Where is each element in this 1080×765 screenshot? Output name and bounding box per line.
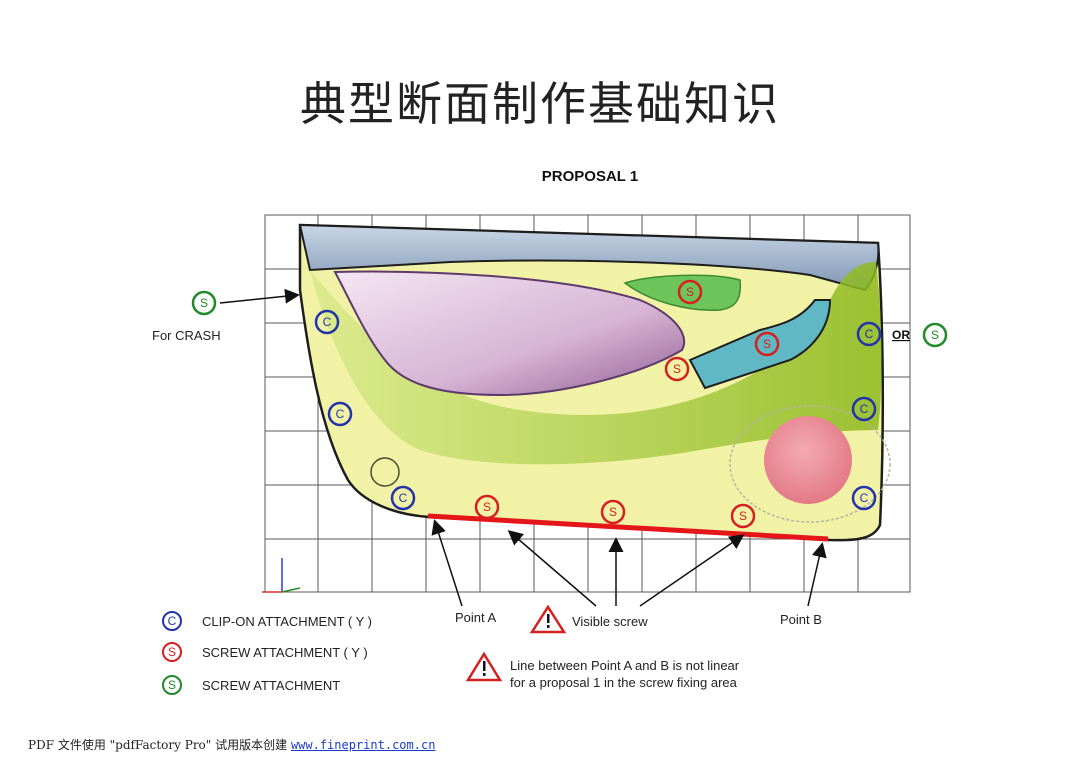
footer-text: PDF 文件使用 "pdfFactory Pro" 试用版本创建 xyxy=(28,738,291,752)
legend-marker: S xyxy=(162,675,182,695)
or-label: OR xyxy=(892,328,910,342)
screw-marker: S xyxy=(677,279,703,305)
speaker-grille-outline xyxy=(729,405,891,523)
proposal-heading: PROPOSAL 1 xyxy=(541,168,639,185)
clip-marker: C xyxy=(314,309,340,335)
legend-label: SCREW ATTACHMENT xyxy=(202,677,341,693)
screw-marker: S xyxy=(600,499,626,525)
note-line: for a proposal 1 in the screw fixing are… xyxy=(510,675,737,690)
footer-link[interactable]: www.fineprint.com.cn xyxy=(290,738,436,752)
marker-letter: S xyxy=(686,285,694,299)
marker-letter: S xyxy=(609,505,617,519)
legend-item-screw: S SCREW ATTACHMENT xyxy=(162,675,340,695)
linearity-note: Line between Point A and B is not linear… xyxy=(510,657,739,691)
line-a-b xyxy=(427,513,829,542)
screw-marker: S xyxy=(922,322,948,348)
door-handle-trim xyxy=(688,299,832,390)
screw-marker: S xyxy=(730,503,756,529)
marker-letter: S xyxy=(673,362,681,376)
page-title: 典型断面制作基础知识 xyxy=(300,77,780,131)
axis-triad xyxy=(262,558,301,593)
point-a-label: Point A xyxy=(455,610,497,625)
screw-markers: S S xyxy=(191,290,948,348)
legend-marker: S xyxy=(162,642,182,662)
marker-letter: S xyxy=(739,509,747,523)
screw-y-markers: S S S S S S xyxy=(474,279,780,529)
clip-marker: C xyxy=(327,401,353,427)
visible-screw-label: Visible screw xyxy=(572,614,648,629)
legend-label: SCREW ATTACHMENT ( Y ) xyxy=(202,644,368,660)
clip-on-markers: C C C C C C xyxy=(314,309,882,511)
screw-marker: S xyxy=(474,494,500,520)
marker-letter: S xyxy=(931,328,939,342)
point-b-label: Point B xyxy=(780,612,822,627)
clip-marker: C xyxy=(390,485,416,511)
drain-hole xyxy=(370,457,400,487)
screw-marker: S xyxy=(191,290,217,316)
clip-marker: C xyxy=(851,485,877,511)
warning-icon xyxy=(529,604,567,634)
marker-letter: C xyxy=(865,327,874,341)
marker-letter: S xyxy=(200,296,208,310)
armrest-sweep xyxy=(310,262,882,465)
screw-marker: S xyxy=(664,356,690,382)
for-crash-label: For CRASH xyxy=(152,328,221,343)
note-line: Line between Point A and B is not linear xyxy=(510,658,740,673)
marker-letter: S xyxy=(483,500,491,514)
legend-item-screw-y: S SCREW ATTACHMENT ( Y ) xyxy=(162,642,368,662)
legend-item-clip-on: C CLIP-ON ATTACHMENT ( Y ) xyxy=(162,611,372,631)
speaker xyxy=(764,416,852,504)
legend-marker: C xyxy=(162,611,182,631)
marker-letter: C xyxy=(399,491,408,505)
marker-letter: C xyxy=(323,315,332,329)
marker-letter: C xyxy=(860,491,869,505)
marker-letter: C xyxy=(336,407,345,421)
marker-letter: S xyxy=(763,337,771,351)
callout-arrows xyxy=(219,288,827,607)
clip-marker: C xyxy=(856,321,882,347)
pdf-footer: PDF 文件使用 "pdfFactory Pro" 试用版本创建 www.fin… xyxy=(28,736,435,753)
warning-icon xyxy=(465,651,503,682)
clip-marker: C xyxy=(851,396,877,422)
upper-insert xyxy=(333,270,685,397)
handle-recess xyxy=(623,274,742,311)
screw-marker: S xyxy=(754,331,780,357)
legend-label: CLIP-ON ATTACHMENT ( Y ) xyxy=(202,613,372,629)
marker-letter: C xyxy=(860,402,869,416)
